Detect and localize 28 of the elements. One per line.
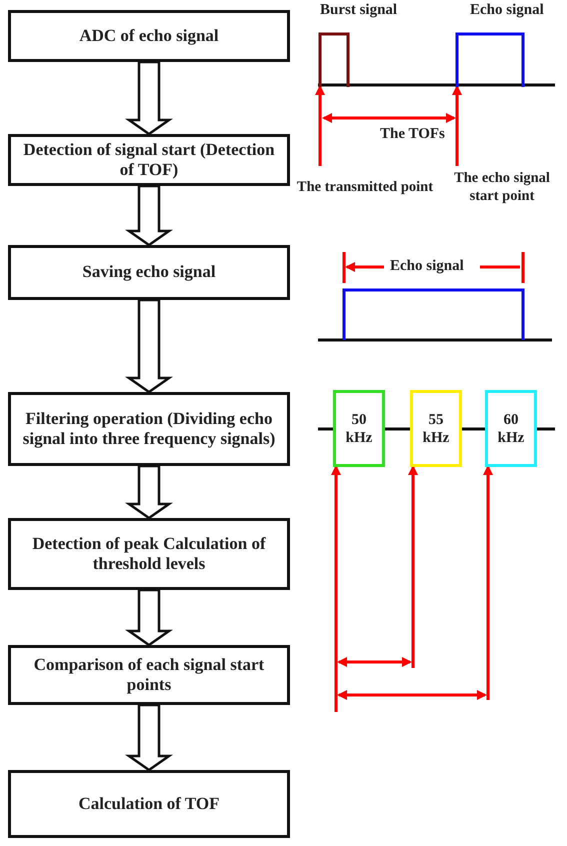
leader-line	[315, 85, 325, 166]
process-box: Calculation of TOF	[8, 770, 290, 838]
process-box: Comparison of each signal start points	[8, 645, 290, 705]
arrow	[408, 465, 418, 668]
block-arrow	[125, 298, 173, 394]
pulse-waveform	[318, 32, 350, 87]
leader-line	[452, 85, 462, 166]
signal-label: Burst signal	[318, 2, 400, 19]
block-arrow	[125, 588, 173, 647]
filter-box: 50 kHz	[333, 390, 385, 467]
block-arrow	[125, 60, 173, 136]
process-box: Detection of peak Calculation of threshold levels	[8, 518, 290, 590]
filter-box: 60 kHz	[485, 390, 537, 467]
point-label: The echo signal start point	[438, 166, 566, 208]
arrow	[483, 465, 493, 700]
process-box: Filtering operation (Dividing echo signal into three frequency signals)	[8, 392, 290, 466]
block-arrow	[125, 464, 173, 520]
signal-label: Echo signal	[388, 258, 466, 275]
filter-box: 55 kHz	[410, 390, 462, 467]
process-box: Saving echo signal	[8, 245, 290, 300]
signal-label: Echo signal	[468, 2, 546, 19]
point-label: The transmitted point	[296, 166, 434, 208]
process-box: ADC of echo signal	[8, 10, 290, 62]
block-arrow	[125, 704, 173, 772]
block-arrow	[125, 184, 173, 247]
process-box: Detection of signal start (Detection of TOF)	[8, 134, 290, 186]
pulse-waveform	[455, 32, 525, 87]
arrow	[331, 465, 341, 712]
